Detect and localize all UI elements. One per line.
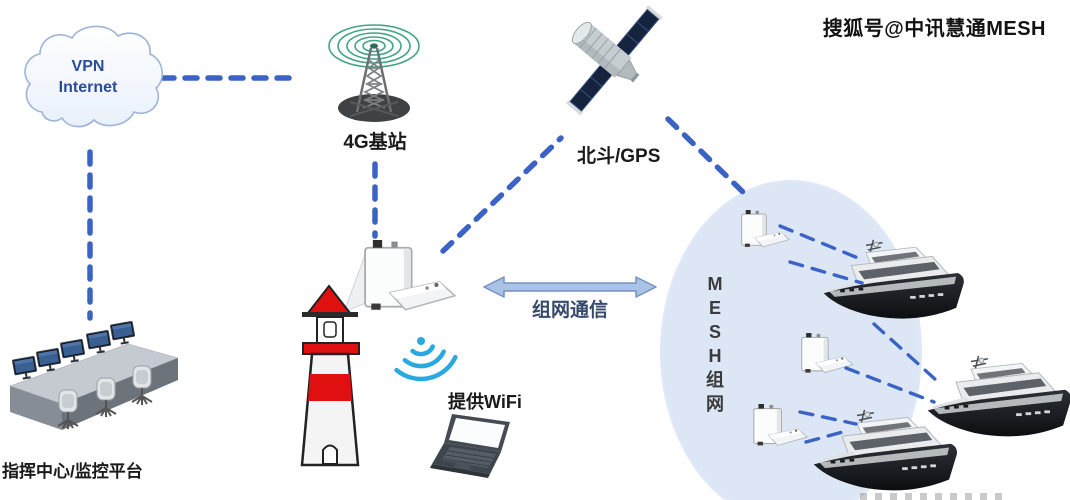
4g-tower-icon <box>328 24 420 122</box>
mesh-link-arrow <box>483 276 657 298</box>
satellite-icon <box>565 5 663 116</box>
wifi-label: 提供WiFi <box>448 392 522 412</box>
cropped-caption-fragment <box>860 493 1010 500</box>
dashed-links-main <box>87 75 750 321</box>
ship-2 <box>927 355 1070 438</box>
vpn-line: VPN <box>71 58 105 75</box>
mesh-letter: 组 <box>706 370 724 390</box>
command-center-label: 指挥中心/监控平台 <box>2 462 143 481</box>
mesh-letter: S <box>708 322 721 342</box>
link-satellite-mesh <box>665 116 750 199</box>
vpn-cloud-icon <box>24 25 163 128</box>
watermark-text: 搜狐号@中讯慧通MESH <box>822 18 1046 40</box>
satellite-label: 北斗/GPS <box>577 146 661 167</box>
wifi-icon <box>394 337 458 382</box>
base-station-label: 4G基站 <box>343 132 407 153</box>
mesh-group-label: M E S H 组 网 <box>700 272 730 416</box>
mesh-link-label: 组网通信 <box>531 300 608 321</box>
ship-3 <box>813 409 958 492</box>
laptop-icon <box>430 414 510 478</box>
link-device-satellite <box>440 135 564 254</box>
mesh-letter: 网 <box>706 394 724 414</box>
mesh-letter: H <box>708 346 722 366</box>
lighthouse-icon <box>300 284 360 467</box>
mesh-radio-3 <box>753 403 808 446</box>
mesh-letter: E <box>708 298 721 318</box>
internet-line: Internet <box>58 79 118 96</box>
command-center-icon <box>9 320 179 430</box>
vpn-cloud-label: VPN Internet <box>32 56 144 98</box>
mesh-letter: M <box>707 274 723 294</box>
dashed-links-ships <box>778 224 938 444</box>
